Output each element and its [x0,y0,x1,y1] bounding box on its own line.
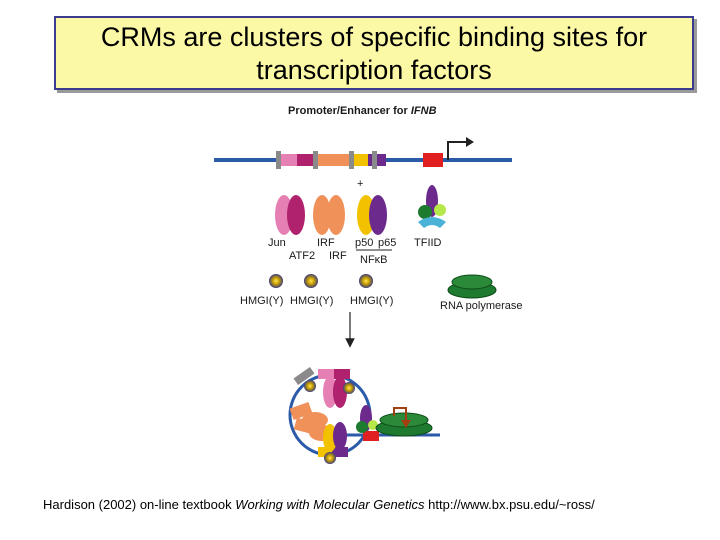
label-nfkb: NFκB [360,254,388,266]
title-line-1: CRMs are clusters of specific binding si… [100,22,648,52]
header-prefix: Promoter/Enhancer for [288,105,411,117]
irf-protein-1 [313,195,331,235]
hmgi-protein-3 [359,274,373,288]
transcript-arrow [393,407,407,422]
site-orange-1 [318,154,336,166]
tfiid-lime [434,204,446,216]
site-yellow [354,154,368,166]
bound-tata-box [363,431,379,441]
tata-box [423,153,443,167]
bound-hmgi-1 [304,380,316,392]
bound-irf-1 [302,412,328,428]
diagram-header: Promoter/Enhancer for IFNB [288,105,437,117]
site-clamp-1 [276,151,281,169]
bound-p65 [333,422,347,450]
bound-site-purple [332,447,348,457]
title-line-2: transcription factors [256,55,492,85]
rna-pol-top [451,274,493,290]
title-box: CRMs are clusters of specific binding si… [54,16,694,90]
label-rna-polymerase: RNA polymerase [440,300,523,312]
bound-tfiid-lime [368,420,378,430]
hmgi-protein-2 [304,274,318,288]
tfiid-green [418,205,432,219]
site-clamp-2 [313,151,318,169]
plus-sign: + [357,178,363,190]
label-hmgi-2: HMGI(Y) [290,295,333,307]
label-p65: p65 [378,237,396,249]
bound-site-pink [318,369,334,379]
site-clamp-3 [349,151,354,169]
label-atf2: ATF2 [289,250,315,262]
site-clamp-4 [372,151,377,169]
bound-atf2 [333,376,347,408]
label-hmgi-1: HMGI(Y) [240,295,283,307]
label-irf-bottom: IRF [329,250,347,262]
bound-hmgi-3 [324,452,336,464]
bound-jun [323,376,337,408]
label-jun: Jun [268,237,286,249]
label-tfiid: TFIID [414,237,442,249]
tss-arrow-head [466,137,474,147]
label-hmgi-3: HMGI(Y) [350,295,393,307]
site-magenta [297,154,314,166]
bound-site-yellow [318,447,332,457]
bound-tfiid-green [356,421,368,433]
transcript-arrow-head [401,420,411,428]
citation-book: Working with Molecular Genetics [235,497,425,512]
label-p50: p50 [355,237,373,249]
citation: Hardison (2002) on-line textbook Working… [43,497,595,512]
bound-site-magenta [334,369,350,379]
tss-arrow [447,141,468,160]
bound-hmgi-2 [343,382,355,394]
tbp-saddle [418,217,446,228]
citation-prefix: Hardison (2002) on-line textbook [43,497,236,512]
bound-site-orange-1 [289,401,313,421]
atf2-protein [287,195,305,235]
bound-clamp-top [293,366,315,386]
p65-protein [369,195,387,235]
citation-suffix: http://www.bx.psu.edu/~ross/ [424,497,595,512]
label-irf-top: IRF [317,237,335,249]
site-pink [281,154,297,166]
header-gene: IFNB [411,105,437,117]
irf-protein-2 [327,195,345,235]
hmgi-protein-1 [269,274,283,288]
